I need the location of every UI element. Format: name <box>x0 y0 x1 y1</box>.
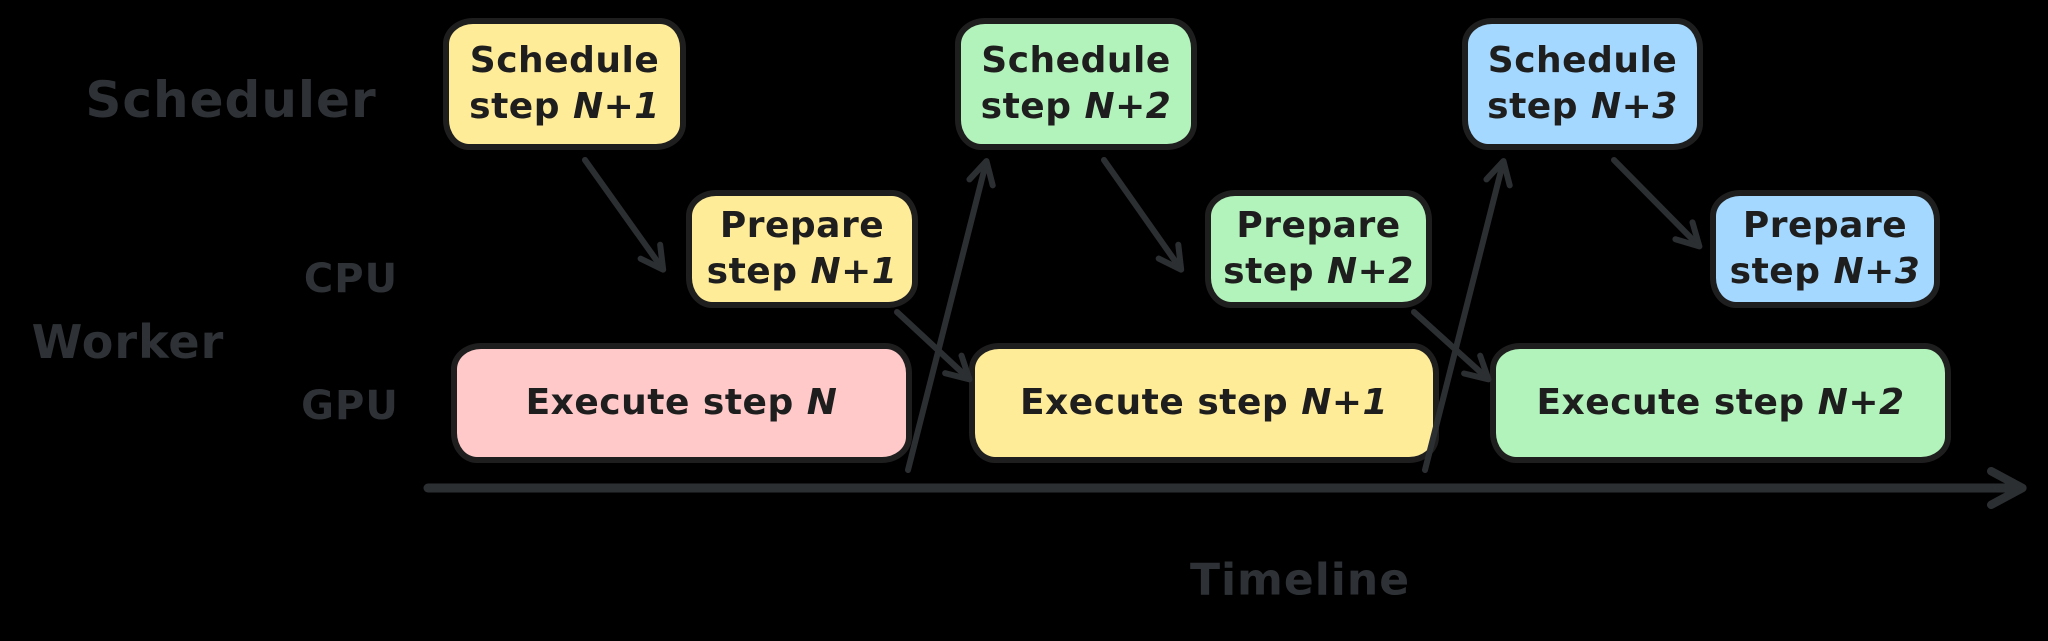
box-line1: Execute step N <box>526 380 838 426</box>
box-line1: Execute step N+2 <box>1536 380 1904 426</box>
row-label-worker: Worker <box>31 315 225 369</box>
box-line2: step N+1 <box>469 84 660 130</box>
step-word: step <box>469 86 573 127</box>
box-schedule-step-n+2: Schedule step N+2 <box>955 18 1197 150</box>
box-prepare-step-n+2: Prepare step N+2 <box>1205 190 1432 308</box>
step-word: step <box>980 86 1085 127</box>
row-label-cpu: CPU <box>303 256 399 302</box>
box-line2: step N+3 <box>1730 249 1921 295</box>
row-label-gpu: GPU <box>301 383 399 429</box>
step-variable: N+3 <box>1591 86 1678 127</box>
box-execute-step-n: Execute step N <box>451 343 912 463</box>
box-line2: step N+1 <box>707 249 898 295</box>
box-schedule-step-n+3: Schedule step N+3 <box>1462 18 1703 150</box>
box-line1: Execute step N+1 <box>1020 380 1388 426</box>
box-prepare-step-n+1: Prepare step N+1 <box>686 190 918 308</box>
execute-word: Execute step <box>525 381 807 423</box>
step-word: step <box>706 251 811 292</box>
arrow-schedule-n+1-to-prepare-n+1 <box>582 157 667 273</box>
step-word: step <box>1487 86 1591 127</box>
box-execute-step-n+1: Execute step N+1 <box>969 343 1439 463</box>
step-variable: N+3 <box>1833 251 1921 292</box>
box-schedule-step-n+1: Schedule step N+1 <box>443 18 686 150</box>
box-line1: Schedule <box>981 39 1171 81</box>
execute-word: Execute step <box>1019 381 1302 423</box>
box-line1: Schedule <box>1487 39 1678 81</box>
step-variable: N <box>806 381 838 423</box>
arrow-schedule-n+2-to-prepare-n+2 <box>1101 157 1185 273</box>
box-line1: Prepare <box>1236 204 1401 246</box>
box-prepare-step-n+3: Prepare step N+3 <box>1710 190 1940 308</box>
step-variable: N+1 <box>573 86 660 127</box>
step-variable: N+1 <box>1301 381 1389 423</box>
row-label-scheduler: Scheduler <box>85 71 377 129</box>
step-variable: N+2 <box>1327 251 1414 292</box>
execute-word: Execute step <box>1536 381 1818 423</box>
step-word: step <box>1223 251 1327 292</box>
box-line2: step N+2 <box>1223 249 1414 295</box>
box-line1: Prepare <box>719 204 885 246</box>
timeline-axis-label: Timeline <box>1189 554 1411 606</box>
box-line2: step N+2 <box>981 84 1172 130</box>
box-line1: Schedule <box>469 39 660 81</box>
box-line1: Prepare <box>1742 204 1908 246</box>
box-line2: step N+3 <box>1487 84 1678 130</box>
step-variable: N+1 <box>810 251 898 292</box>
step-variable: N+2 <box>1817 381 1905 423</box>
step-word: step <box>1729 251 1834 292</box>
box-execute-step-n+2: Execute step N+2 <box>1490 343 1951 463</box>
step-variable: N+2 <box>1084 86 1172 127</box>
arrow-schedule-n+3-to-prepare-n+3 <box>1611 157 1703 250</box>
